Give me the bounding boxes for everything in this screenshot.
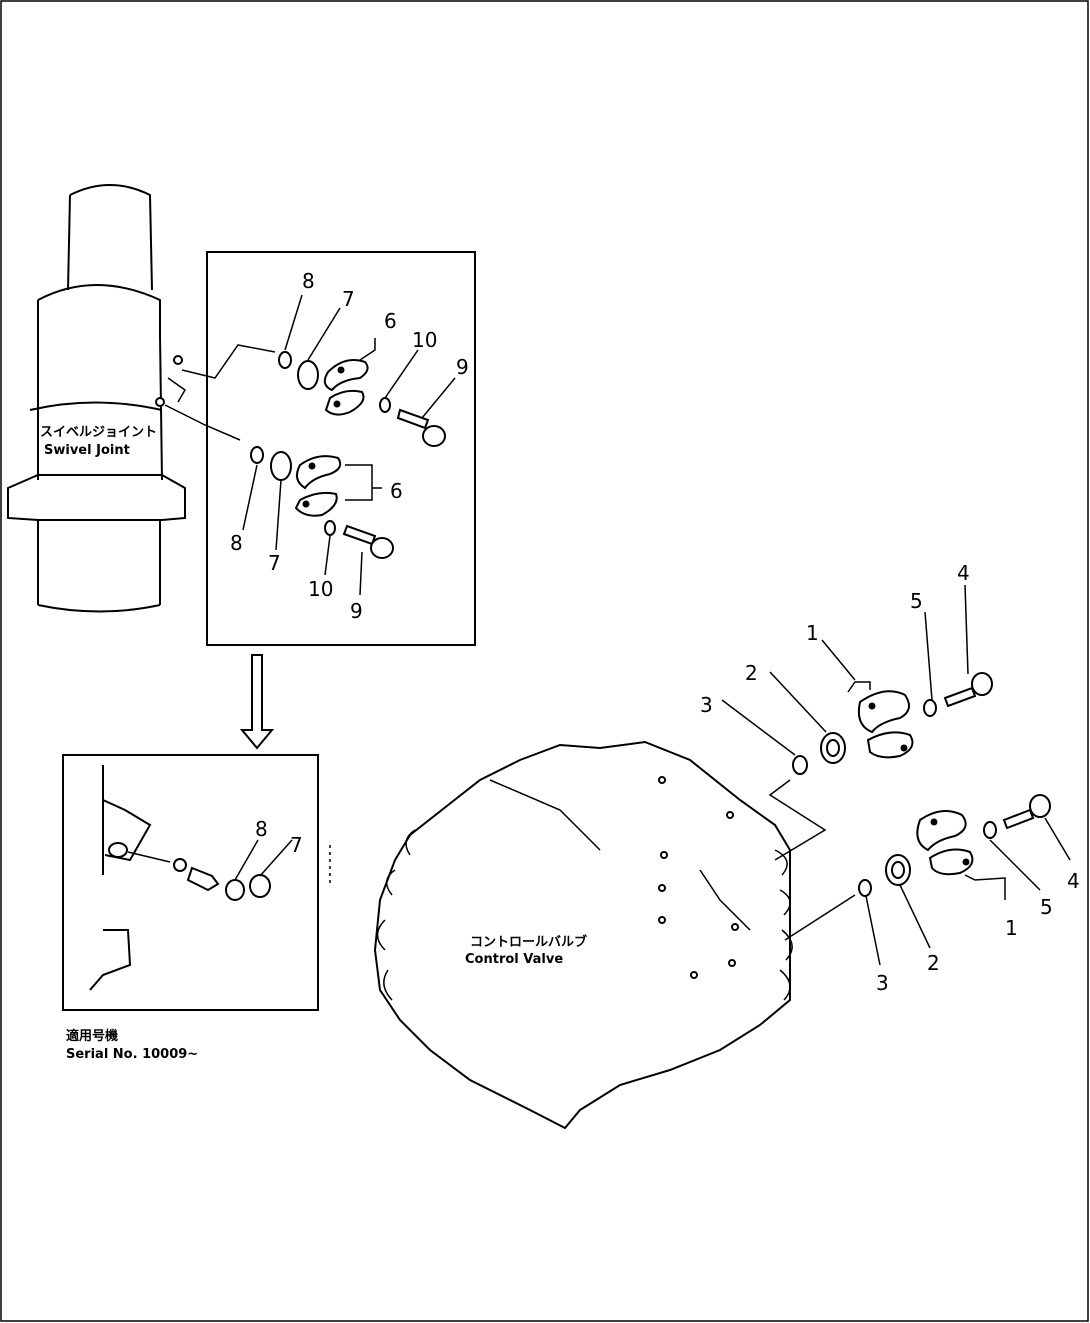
split-flange-1-bottom	[866, 731, 914, 759]
serial-label-jp: 適用号機	[66, 1028, 118, 1044]
washer-5	[983, 821, 997, 839]
split-flange-1-top	[857, 690, 910, 734]
split-flange-6-top	[295, 455, 342, 490]
control-valve-label-en: Control Valve	[465, 952, 563, 967]
arrow-down-icon	[239, 654, 275, 750]
detail-upper-group: 8 7 6 10 9	[278, 269, 469, 447]
valve-upper-group: 3 2 1 5 4	[700, 561, 993, 861]
detail-lower-group: 6 8 7 10 9	[230, 446, 403, 623]
callout-9-upper: 9	[456, 355, 469, 379]
callout-9-lower: 9	[350, 599, 363, 623]
callout-8-serial: 8	[255, 817, 268, 841]
swivel-joint-label-en: Swivel Joint	[44, 443, 130, 458]
split-flange-1-top	[916, 810, 967, 852]
callout-8-upper: 8	[302, 269, 315, 293]
o-ring-8	[225, 879, 245, 901]
bolt-4-head	[1029, 794, 1051, 818]
callout-1-upper: 1	[806, 621, 819, 645]
callout-4-lower: 4	[1067, 869, 1080, 893]
fitting-7	[249, 874, 271, 898]
callout-10-upper: 10	[412, 328, 437, 352]
serial-detail-drawing: 8 7	[89, 765, 303, 991]
washer-5	[923, 699, 937, 717]
split-flange-6-top	[323, 359, 369, 392]
valve-lower-group: 3 2 1 5 4	[784, 794, 1080, 995]
callout-2-upper: 2	[745, 661, 758, 685]
flange-7	[270, 451, 292, 481]
bolt-9-shank	[396, 408, 430, 430]
washer-10	[379, 397, 391, 413]
callout-5-lower: 5	[1040, 895, 1053, 919]
serial-detail-box	[62, 754, 319, 1011]
flange-7	[297, 360, 319, 390]
o-ring-8	[278, 351, 292, 369]
o-ring-3	[858, 879, 872, 897]
split-flange-1-bottom	[928, 848, 974, 876]
o-ring-3	[792, 755, 808, 775]
callout-7-lower: 7	[268, 551, 281, 575]
callout-7-upper: 7	[342, 287, 355, 311]
callout-8-lower: 8	[230, 531, 243, 555]
bolt-9-shank	[342, 524, 377, 546]
o-ring-8	[250, 446, 264, 464]
callout-10-lower: 10	[308, 577, 333, 601]
callout-5-upper: 5	[910, 589, 923, 613]
callout-4-upper: 4	[957, 561, 970, 585]
bolt-4-shank	[943, 686, 977, 708]
callout-6-lower: 6	[390, 479, 403, 503]
washer-10	[324, 520, 336, 536]
callout-2-lower: 2	[927, 951, 940, 975]
bolt-4-shank	[1002, 808, 1035, 830]
callout-7-serial: 7	[290, 833, 303, 857]
control-valve-drawing: コントロールバルブ Control Valve	[373, 740, 793, 1130]
callout-6-upper: 6	[384, 309, 397, 333]
callout-3-upper: 3	[700, 693, 713, 717]
bolt-9-head	[370, 537, 394, 559]
swivel-joint-label-jp: スイベルジョイント	[40, 425, 157, 440]
swivel-joint-drawing: スイベルジョイント Swivel Joint	[7, 184, 186, 613]
detail-box	[206, 251, 476, 646]
callout-3-lower: 3	[876, 971, 889, 995]
bolt-4-head	[971, 672, 993, 696]
serial-label-en: Serial No. 10009~	[66, 1047, 198, 1062]
control-valve-label-jp: コントロールバルブ	[470, 934, 587, 950]
callout-1-lower: 1	[1005, 916, 1018, 940]
bolt-9-head	[422, 425, 446, 447]
split-flange-6-bottom	[294, 491, 338, 517]
split-flange-6-bottom	[324, 389, 365, 416]
